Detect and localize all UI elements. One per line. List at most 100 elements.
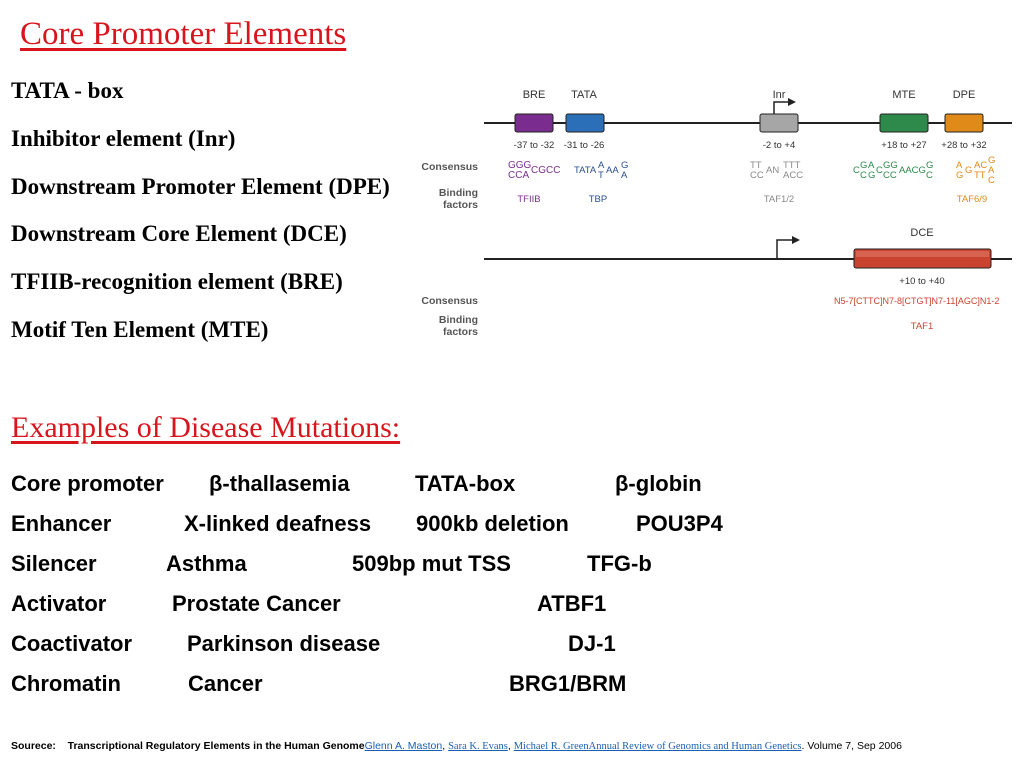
mte-box (879, 113, 929, 133)
dce-consensus: N5-7[CTTC]N7-8[CTGT]N7-11[AGC]N1-2 (834, 296, 999, 306)
mte-seq-c1: C (860, 170, 867, 181)
consensus-bre: GGG CCA CGCC (508, 160, 560, 181)
mutation-type: Enhancer (11, 511, 112, 536)
mutation-disease: Parkinson disease (187, 631, 381, 656)
mte-seq-c2: C (876, 165, 883, 176)
journal-link[interactable]: Annual Review of Genomics and Human Gene… (588, 741, 802, 752)
bre-seq-top: GGG (508, 160, 532, 171)
bre-seq-tail: CGCC (531, 165, 560, 176)
mutation-change: 900kb deletion (416, 511, 569, 536)
bre-box (514, 113, 554, 133)
mutation-disease: Asthma (166, 551, 247, 576)
mutation-disease: X-linked deafness (184, 511, 372, 536)
page-title: Core Promoter Elements (20, 16, 347, 52)
mutation-change: 509bp mut TSS (352, 551, 511, 576)
position-bre: -37 to -32 (514, 140, 555, 151)
dpe-seq-a: A (956, 160, 963, 171)
separator: , (507, 740, 514, 752)
inr-box (759, 113, 799, 133)
inr-seq-tt: TT (750, 160, 762, 171)
mte-seq-aacg: AACG (899, 165, 926, 176)
factor-taf69: TAF6/9 (957, 194, 987, 205)
dce-box-highlight (856, 251, 989, 257)
mte-seq-g1: G (860, 160, 867, 171)
mte-seq-a: A (868, 160, 875, 171)
factor-taf1: TAF1 (911, 321, 934, 332)
source-label: Sourece: (11, 740, 56, 752)
source-citation: Sourece: Transcriptional Regulatory Elem… (11, 740, 902, 752)
tata-seq-aa: AA (606, 165, 619, 176)
core-element-list: TATA - box Inhibitor element (Inr) Downs… (11, 78, 391, 365)
inr-seq-an: AN (766, 165, 779, 176)
list-item: Inhibitor element (Inr) (11, 126, 236, 151)
list-item: TFIIB-recognition element (BRE) (11, 269, 343, 294)
mte-seq-c3: C (926, 170, 933, 181)
factor-taf12: TAF1/2 (764, 194, 794, 205)
binding-label-bottom: Binding (439, 314, 478, 326)
mutation-type: Chromatin (11, 671, 121, 696)
dpe-seq-a2: A (988, 165, 995, 176)
mte-seq-g2: G (868, 170, 875, 181)
position-mte: +18 to +27 (881, 140, 926, 151)
inr-seq-cc: CC (750, 170, 764, 181)
consensus-label-bottom: Consensus (421, 295, 478, 307)
position-tata: -31 to -26 (564, 140, 605, 151)
dpe-seq-ac: AC (974, 160, 987, 171)
consensus-mte: C G C A G C GG CC AACG G C (853, 160, 933, 181)
mutation-disease: β-thallasemia (209, 471, 350, 496)
bre-seq-bottom: CCA (508, 170, 529, 181)
dpe-seq-c: C (988, 175, 995, 186)
dpe-box (944, 113, 984, 133)
author-link[interactable]: Michael R. Green (513, 741, 589, 752)
element-label-dpe: DPE (953, 89, 976, 101)
position-dpe: +28 to +32 (941, 140, 986, 151)
tss-arrow-bottom-icon (776, 239, 794, 259)
factors-label: factors (443, 199, 478, 211)
element-label-mte: MTE (892, 89, 915, 101)
consensus-label: Consensus (421, 161, 478, 173)
dpe-seq-g2: G (965, 165, 972, 176)
mutation-change: TATA-box (415, 471, 516, 496)
mutation-gene: BRG1/BRM (509, 671, 627, 696)
mte-seq-gg: GG (883, 160, 898, 171)
consensus-inr: TT CC AN TTT ACC (750, 160, 803, 181)
dpe-seq-g3: G (988, 155, 995, 166)
promoter-diagram: BRE TATA Inr MTE DPE -37 to -32 -31 to -… (421, 89, 1012, 338)
mutation-gene: DJ-1 (568, 631, 616, 656)
mutation-type: Coactivator (11, 631, 133, 656)
tata-seq-core: TATA (574, 165, 597, 176)
tata-seq-g: G (621, 160, 628, 171)
author-link[interactable]: Sara K. Evans (448, 741, 508, 752)
source-tail: . Volume 7, Sep 2006 (801, 740, 902, 752)
mutation-type: Silencer (11, 551, 97, 576)
tss-arrowhead-icon (788, 98, 796, 106)
dpe-seq-tt: TT (974, 170, 986, 181)
separator: , (442, 740, 449, 752)
mutation-disease: Prostate Cancer (172, 591, 341, 616)
tss-arrowhead-bottom-icon (792, 236, 800, 244)
mutation-gene: ATBF1 (537, 591, 607, 616)
mutation-type: Activator (11, 591, 107, 616)
list-item: TATA - box (11, 78, 124, 103)
list-item: Downstream Core Element (DCE) (11, 221, 347, 246)
tata-seq-a: A (598, 160, 605, 171)
inr-seq-ttt: TTT (783, 160, 801, 171)
element-label-inr: Inr (773, 89, 786, 101)
author-link[interactable]: Glenn A. Maston (364, 740, 443, 752)
list-item: Motif Ten Element (MTE) (11, 317, 269, 342)
source-title: Transcriptional Regulatory Elements in t… (67, 740, 365, 752)
mutation-gene: POU3P4 (636, 511, 723, 536)
factor-tfiib: TFIIB (517, 194, 540, 205)
dpe-seq-g: G (956, 170, 963, 181)
factors-label-bottom: factors (443, 326, 478, 338)
element-label-bre: BRE (523, 89, 546, 101)
tata-box (565, 113, 605, 133)
mutation-disease: Cancer (188, 671, 263, 696)
mte-seq-g3: G (926, 160, 933, 171)
inr-seq-acc: ACC (783, 170, 803, 181)
element-label-dce: DCE (910, 227, 933, 239)
list-item: Downstream Promoter Element (DPE) (11, 174, 390, 199)
factor-tbp: TBP (589, 194, 607, 205)
position-inr: -2 to +4 (763, 140, 795, 151)
mutation-gene: TFG-b (587, 551, 652, 576)
